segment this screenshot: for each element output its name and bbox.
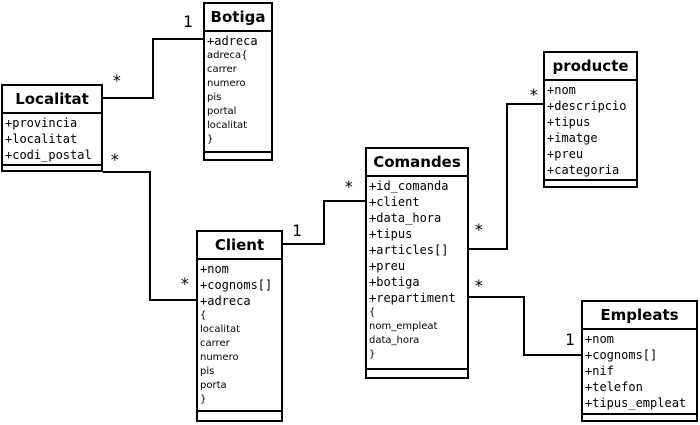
attribute: +data_hora (369, 211, 442, 225)
attribute-detail: carrer (207, 64, 237, 75)
association-comandes-producte (468, 103, 545, 250)
class-localitat: Localitat +provincia +localitat +codi_po… (1, 84, 103, 172)
attribute: +imatge (547, 131, 598, 145)
attribute: +preu (547, 147, 584, 161)
attribute: +tipus_empleat (585, 396, 687, 410)
attribute-detail: { (369, 307, 376, 318)
class-producte-operations (545, 181, 636, 186)
association-localitat-client (103, 171, 197, 301)
class-empleats-attributes: +nom +cognoms[] +nif +telefon +tipus_emp… (583, 330, 696, 415)
attribute-detail: localitat (207, 120, 248, 131)
attribute: +descripcio (547, 99, 627, 113)
attribute: +botiga (369, 275, 420, 289)
attribute: +codi_postal (5, 148, 92, 162)
class-producte-attributes: +nom +descripcio +tipus +imatge +preu +c… (545, 81, 636, 181)
class-producte-title: producte (545, 53, 636, 81)
class-client: Client +nom +cognoms[] +adreca { localit… (196, 230, 283, 422)
association-client-comandes (282, 200, 366, 245)
multiplicity-label: * (344, 177, 354, 196)
attribute: +tipus (369, 227, 413, 241)
attribute-detail: pis (200, 366, 215, 377)
multiplicity-label: 1 (565, 330, 575, 349)
class-client-attributes: +nom +cognoms[] +adreca { localitat carr… (198, 260, 281, 412)
attribute: +client (369, 195, 420, 209)
attribute: +categoria (547, 163, 620, 177)
multiplicity-label: * (474, 276, 484, 295)
class-empleats-title: Empleats (583, 302, 696, 330)
attribute-detail: portal (207, 106, 237, 117)
attribute-detail: adreca{ (207, 50, 248, 61)
attribute: +repartiment (369, 291, 456, 305)
attribute-detail: localitat (200, 324, 241, 335)
attribute: +adreca (207, 34, 258, 48)
attribute: +nom (200, 262, 229, 276)
class-botiga-attributes: +adreca adreca{ carrer numero pis portal… (205, 32, 271, 153)
attribute: +nom (585, 332, 614, 346)
attribute: +articles[] (369, 243, 449, 257)
attribute-detail: numero (207, 78, 246, 89)
multiplicity-label: * (112, 71, 122, 90)
attribute: +tipus (547, 115, 591, 129)
attribute-detail: carrer (200, 338, 230, 349)
attribute-detail: porta (200, 380, 227, 391)
attribute-detail: nom_empleat (369, 321, 438, 332)
attribute: +nif (585, 364, 614, 378)
class-localitat-attributes: +provincia +localitat +codi_postal (3, 114, 101, 166)
attribute-detail: } (369, 349, 376, 360)
attribute-detail: numero (200, 352, 239, 363)
attribute: +localitat (5, 132, 78, 146)
attribute-detail: data_hora (369, 335, 420, 346)
multiplicity-label: 1 (183, 12, 193, 31)
class-comandes: Comandes +id_comanda +client +data_hora … (365, 147, 469, 379)
class-comandes-attributes: +id_comanda +client +data_hora +tipus +a… (367, 177, 467, 370)
class-botiga-operations (205, 153, 271, 158)
attribute-detail: } (207, 134, 214, 145)
class-comandes-title: Comandes (367, 149, 467, 177)
attribute: +provincia (5, 116, 78, 130)
class-comandes-operations (367, 370, 467, 375)
class-botiga: Botiga +adreca adreca{ carrer numero pis… (203, 2, 273, 161)
attribute: +id_comanda (369, 179, 449, 193)
class-localitat-operations (3, 166, 101, 171)
multiplicity-label: * (110, 150, 120, 169)
class-producte: producte +nom +descripcio +tipus +imatge… (543, 51, 638, 188)
attribute-detail: pis (207, 92, 222, 103)
attribute: +cognoms[] (585, 348, 658, 362)
association-comandes-empleats (468, 296, 582, 356)
multiplicity-label: 1 (292, 221, 302, 240)
class-localitat-title: Localitat (3, 86, 101, 114)
class-empleats: Empleats +nom +cognoms[] +nif +telefon +… (581, 300, 698, 422)
class-client-operations (198, 412, 281, 417)
attribute: +adreca (200, 294, 251, 308)
attribute: +cognoms[] (200, 278, 273, 292)
attribute-detail: { (200, 310, 207, 321)
multiplicity-label: * (180, 274, 190, 293)
class-empleats-operations (583, 415, 696, 420)
attribute-detail: } (200, 394, 207, 405)
class-client-title: Client (198, 232, 281, 260)
association-localitat-botiga (103, 38, 204, 99)
attribute: +telefon (585, 380, 643, 394)
multiplicity-label: * (474, 220, 484, 239)
attribute: +nom (547, 83, 576, 97)
attribute: +preu (369, 259, 406, 273)
class-botiga-title: Botiga (205, 4, 271, 32)
multiplicity-label: * (529, 85, 539, 104)
